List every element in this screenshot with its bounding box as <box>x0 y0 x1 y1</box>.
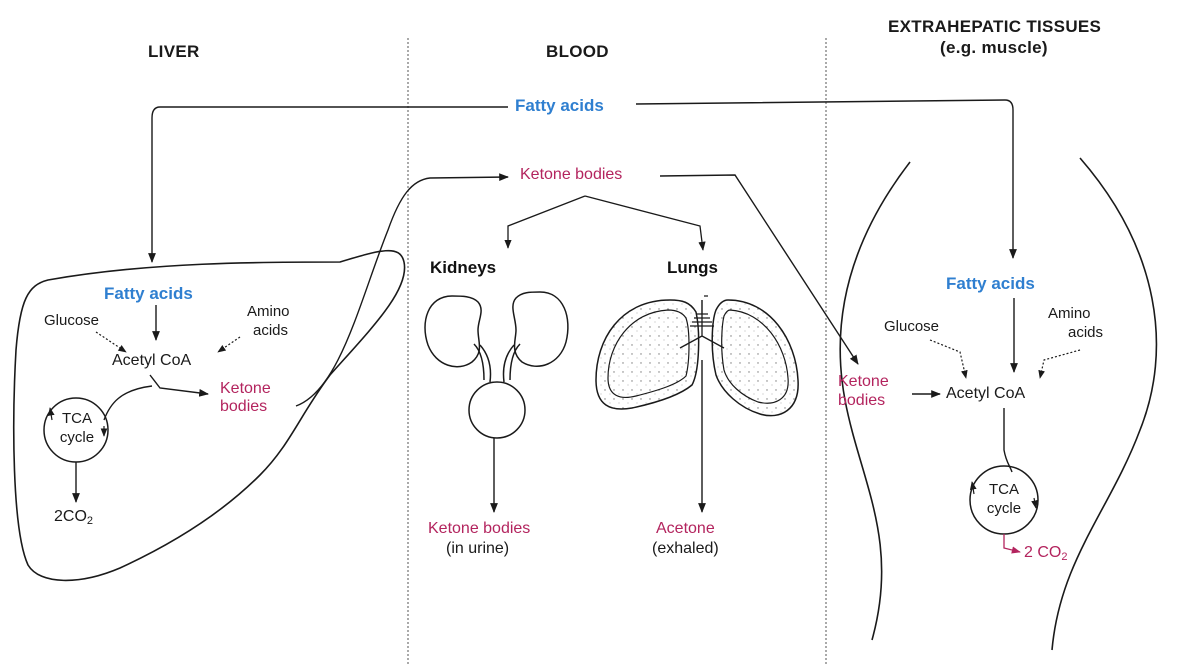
muscle-tca-label: TCA <box>984 481 1024 498</box>
blood-header: BLOOD <box>546 42 609 62</box>
liver-acids-label: acids <box>253 322 288 339</box>
acetone-label: Acetone <box>656 520 715 538</box>
lungs-label: Lungs <box>667 258 718 278</box>
liver-bodies-label: bodies <box>220 398 267 416</box>
muscle-amino-label: Amino <box>1048 305 1091 322</box>
top-fatty-acids-label: Fatty acids <box>515 96 604 116</box>
liver-acetylcoa-label: Acetyl CoA <box>112 352 191 370</box>
exhaled-label: (exhaled) <box>652 540 719 558</box>
muscle-bodies-label: bodies <box>838 392 885 410</box>
muscle-acetylcoa-label: Acetyl CoA <box>946 385 1025 403</box>
muscle-ketone-label: Ketone <box>838 373 889 391</box>
in-urine-label: (in urine) <box>446 540 509 558</box>
extrahepatic-header: EXTRAHEPATIC TISSUES <box>888 17 1101 37</box>
top-ketone-bodies-label: Ketone bodies <box>520 166 622 184</box>
muscle-glucose-label: Glucose <box>884 318 939 335</box>
liver-header: LIVER <box>148 42 200 62</box>
liver-ketone-label: Ketone <box>220 380 271 398</box>
liver-glucose-label: Glucose <box>44 312 99 329</box>
muscle-fatty-acids-label: Fatty acids <box>946 274 1035 294</box>
muscle-acids-label: acids <box>1068 324 1103 341</box>
urine-ketone-bodies-label: Ketone bodies <box>428 520 530 538</box>
kidneys-label: Kidneys <box>430 258 496 278</box>
liver-co2-label: 2CO2 <box>54 508 93 528</box>
extrahepatic-subheader: (e.g. muscle) <box>940 38 1048 58</box>
liver-amino-label: Amino <box>247 303 290 320</box>
muscle-co2-label: 2 CO2 <box>1024 544 1067 564</box>
liver-fatty-acids-label: Fatty acids <box>104 284 193 304</box>
muscle-cycle-label: cycle <box>980 500 1028 517</box>
liver-tca-label: TCA <box>58 410 96 427</box>
liver-cycle-label: cycle <box>54 429 100 446</box>
